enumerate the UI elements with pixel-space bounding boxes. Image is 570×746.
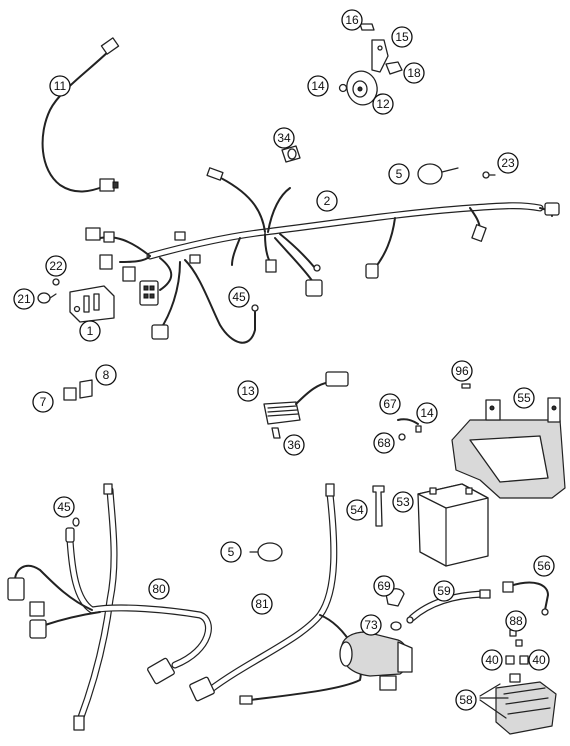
battery-box-55 — [451, 397, 566, 499]
callout-label: 55 — [517, 391, 531, 405]
callout-label: 23 — [501, 156, 515, 170]
callout-2: 2 — [316, 190, 338, 212]
callout-label: 54 — [350, 503, 364, 517]
callout-81: 81 — [251, 593, 273, 615]
callout-1: 1 — [79, 320, 101, 342]
callout-7: 7 — [32, 391, 54, 413]
callout-12: 12 — [372, 93, 394, 115]
harness-81 — [189, 483, 362, 705]
battery-53 — [417, 483, 489, 567]
callout-label: 96 — [455, 364, 469, 378]
callout-label: 68 — [377, 436, 391, 450]
callout-label: 18 — [407, 66, 421, 80]
main-harness-2 — [85, 167, 560, 344]
callout-label: 58 — [459, 693, 473, 707]
horn-assembly — [338, 23, 403, 106]
callout-label: 80 — [152, 582, 166, 596]
callout-label: 14 — [420, 406, 434, 420]
callout-59: 59 — [433, 580, 455, 602]
screw-88 — [509, 629, 523, 647]
callout-label: 67 — [383, 397, 397, 411]
callout-label: 53 — [396, 495, 410, 509]
mounting-plate-1 — [69, 285, 115, 323]
callout-45-top: 45 — [228, 286, 250, 308]
callout-40-left: 40 — [481, 649, 503, 671]
callout-13: 13 — [237, 380, 259, 402]
callout-14-top: 14 — [307, 75, 329, 97]
callout-22: 22 — [45, 255, 67, 277]
cable-assembly-11 — [41, 37, 120, 193]
callout-label: 21 — [17, 292, 31, 306]
callout-label: 73 — [364, 618, 378, 632]
callout-label: 34 — [277, 131, 291, 145]
callout-23: 23 — [497, 152, 519, 174]
callout-36: 36 — [283, 434, 305, 456]
callout-5-top: 5 — [388, 163, 410, 185]
cable-tie-5-lower — [249, 542, 283, 562]
callout-label: 22 — [49, 259, 63, 273]
callout-73: 73 — [360, 614, 382, 636]
callout-88: 88 — [505, 610, 527, 632]
sleeve-34 — [281, 145, 301, 163]
callout-21: 21 — [13, 288, 35, 310]
callout-67: 67 — [379, 393, 401, 415]
cable-67-68 — [397, 418, 422, 441]
cable-tie-5-top — [417, 163, 459, 185]
callout-55: 55 — [513, 387, 535, 409]
strap-54 — [372, 485, 385, 527]
callout-label: 16 — [345, 13, 359, 27]
callout-8: 8 — [95, 364, 117, 386]
callout-label: 45 — [232, 290, 246, 304]
callout-54: 54 — [346, 499, 368, 521]
callout-label: 36 — [287, 438, 301, 452]
callout-label: 12 — [376, 97, 390, 111]
callout-34: 34 — [273, 127, 295, 149]
callout-68: 68 — [373, 432, 395, 454]
callout-96: 96 — [451, 360, 473, 382]
screw-23 — [482, 171, 496, 179]
callout-53: 53 — [392, 491, 414, 513]
callout-label: 13 — [241, 384, 255, 398]
callout-14-mid: 14 — [416, 402, 438, 424]
callout-11: 11 — [49, 75, 71, 97]
callout-69: 69 — [373, 575, 395, 597]
callout-label: 15 — [395, 30, 409, 44]
callout-5-lower: 5 — [220, 541, 242, 563]
fuse-box-58 — [479, 655, 557, 735]
callout-label: 40 — [485, 653, 499, 667]
callout-label: 11 — [54, 79, 67, 93]
callout-label: 2 — [324, 194, 331, 208]
callout-label: 14 — [311, 79, 325, 93]
callout-label: 5 — [228, 545, 235, 559]
connector-45-lower — [72, 517, 80, 527]
callout-label: 88 — [509, 614, 523, 628]
starter-motor — [339, 588, 413, 691]
callout-label: 8 — [103, 368, 110, 382]
callout-label: 45 — [57, 500, 71, 514]
callout-label: 59 — [437, 584, 451, 598]
callout-18: 18 — [403, 62, 425, 84]
callout-58: 58 — [455, 689, 477, 711]
callout-label: 1 — [87, 324, 94, 338]
harness-80 — [7, 483, 212, 731]
relay-7-8 — [63, 379, 93, 401]
callout-label: 69 — [377, 579, 391, 593]
clip-21-22 — [37, 278, 60, 304]
screw-96 — [461, 383, 471, 389]
callout-40-right: 40 — [528, 649, 550, 671]
callout-80: 80 — [148, 578, 170, 600]
cable-56 — [502, 581, 549, 616]
callout-label: 56 — [537, 559, 551, 573]
callout-label: 40 — [532, 653, 546, 667]
callout-56: 56 — [533, 555, 555, 577]
callout-16: 16 — [341, 9, 363, 31]
callout-45-lower: 45 — [53, 496, 75, 518]
callout-label: 81 — [255, 597, 269, 611]
callout-15: 15 — [391, 26, 413, 48]
regulator-13 — [263, 371, 349, 439]
callout-label: 7 — [40, 395, 47, 409]
callout-label: 5 — [396, 167, 403, 181]
